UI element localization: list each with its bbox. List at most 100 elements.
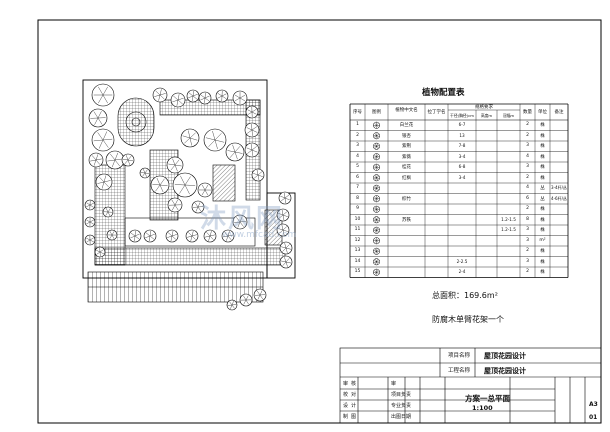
table-cell-dbh: 3-4	[458, 174, 466, 180]
tree-branch	[93, 159, 97, 166]
tree-branch	[103, 175, 107, 183]
tree-branch	[214, 139, 218, 150]
tree-branch	[237, 221, 241, 228]
tree-branch	[86, 202, 91, 206]
tree-branch	[127, 155, 132, 161]
tree-branch	[158, 94, 161, 101]
header-remark: 备注	[554, 110, 564, 115]
table-cell-unit: 株	[540, 270, 545, 275]
tree-branch	[114, 152, 119, 161]
table-cell-qty: 8	[526, 216, 529, 222]
tree-branch	[174, 159, 180, 166]
table-cell-unit: 株	[540, 249, 545, 254]
legend-symbol-stroke	[374, 175, 379, 181]
table-cell-unit: 丛	[540, 196, 545, 202]
tree-branch	[177, 99, 183, 105]
table-cell-no: 2	[356, 132, 359, 138]
table-cell-dbh: 2-2.5	[456, 258, 468, 264]
tree-branch	[149, 235, 155, 240]
tree-branch	[217, 93, 223, 97]
tree-branch	[282, 229, 288, 232]
tree-branch	[284, 194, 290, 199]
table-cell-unit: 株	[540, 123, 545, 128]
tb-label-draw-2: 图	[351, 414, 357, 420]
tb-approve: 审	[391, 381, 397, 387]
tree-branch	[101, 181, 105, 189]
tree-branch	[234, 146, 241, 153]
tree-branch	[159, 89, 162, 96]
tree-branch	[285, 261, 292, 264]
tree-branch	[282, 261, 287, 266]
table-cell-crown: 1.2-1.5	[501, 216, 516, 222]
header-common-name: 植物中文名	[395, 108, 418, 113]
tree-branch	[247, 109, 253, 113]
tree-branch	[130, 232, 136, 237]
tree-branch	[285, 258, 290, 263]
table-cell-unit: 株	[540, 228, 545, 233]
header-spec-col: 干径(胸径)cm	[450, 113, 474, 118]
tree-branch	[232, 144, 236, 153]
tree-branch	[282, 226, 287, 231]
tree-branch	[98, 86, 104, 96]
tree-branch	[184, 184, 190, 195]
sheet-border	[37, 19, 602, 424]
tree-branch	[134, 233, 140, 237]
header-spec-col: 冠幅m	[502, 113, 515, 118]
tree-branch	[89, 221, 94, 225]
table-cell-no: 9	[356, 206, 359, 211]
tree-branch	[234, 151, 238, 160]
tree-branch	[281, 246, 287, 249]
tree-branch	[134, 235, 136, 242]
tree-branch	[159, 184, 168, 186]
tree-branch	[246, 127, 253, 131]
tree-branch	[176, 99, 179, 106]
tree-branch	[226, 235, 229, 241]
tree-branch	[280, 195, 286, 199]
tree-branch	[173, 95, 179, 101]
tree-branch	[227, 234, 234, 237]
tree-branch	[200, 94, 206, 99]
watermark-url: www.mfcad.com	[222, 230, 297, 240]
tree-group	[84, 83, 293, 311]
tree-branch	[247, 111, 253, 115]
tree-branch	[197, 202, 201, 208]
tree-branch	[97, 132, 104, 141]
tree-branch	[172, 204, 176, 211]
table-cell-name: 银杏	[402, 133, 411, 139]
tree-branch	[200, 97, 206, 101]
tree-branch	[192, 93, 198, 97]
tree-branch	[204, 92, 206, 99]
tree-branch	[103, 180, 111, 183]
tree-branch	[172, 99, 179, 103]
tree-branch	[168, 163, 176, 166]
tree-branch	[86, 221, 91, 225]
tree-branch	[284, 257, 287, 263]
tree-branch	[170, 164, 176, 171]
tree-branch	[239, 221, 246, 223]
engineering-name-label: 工程名称	[448, 368, 471, 374]
table-cell-unit: 丛	[540, 186, 545, 191]
tree-branch	[95, 158, 102, 161]
tree-branch	[278, 228, 284, 231]
tree-branch	[156, 177, 161, 186]
table-cell-dbh: 6-8	[458, 164, 466, 169]
tree-branch	[229, 151, 236, 158]
tree-branch	[192, 90, 194, 97]
header-unit: 单位	[538, 110, 547, 115]
tree-branch	[195, 206, 199, 212]
table-cell-unit: m²	[539, 237, 546, 243]
tree-branch	[227, 235, 232, 241]
header-latin-name: 拉丁学名	[427, 110, 446, 115]
tb-label-review: 审	[343, 381, 349, 387]
site-plan	[82, 79, 296, 311]
legend-symbol-stroke	[374, 154, 379, 160]
sheet-number: 01	[589, 414, 598, 421]
table-cell-qty: 3	[526, 143, 529, 148]
tree-branch	[127, 159, 134, 161]
tree-branch	[282, 214, 288, 217]
table-cell-unit: 株	[540, 207, 545, 212]
table-cell-qty: 2	[526, 132, 529, 138]
table-cell-qty: 4	[526, 185, 529, 190]
tree-branch	[86, 239, 91, 243]
tree-branch	[251, 149, 253, 156]
